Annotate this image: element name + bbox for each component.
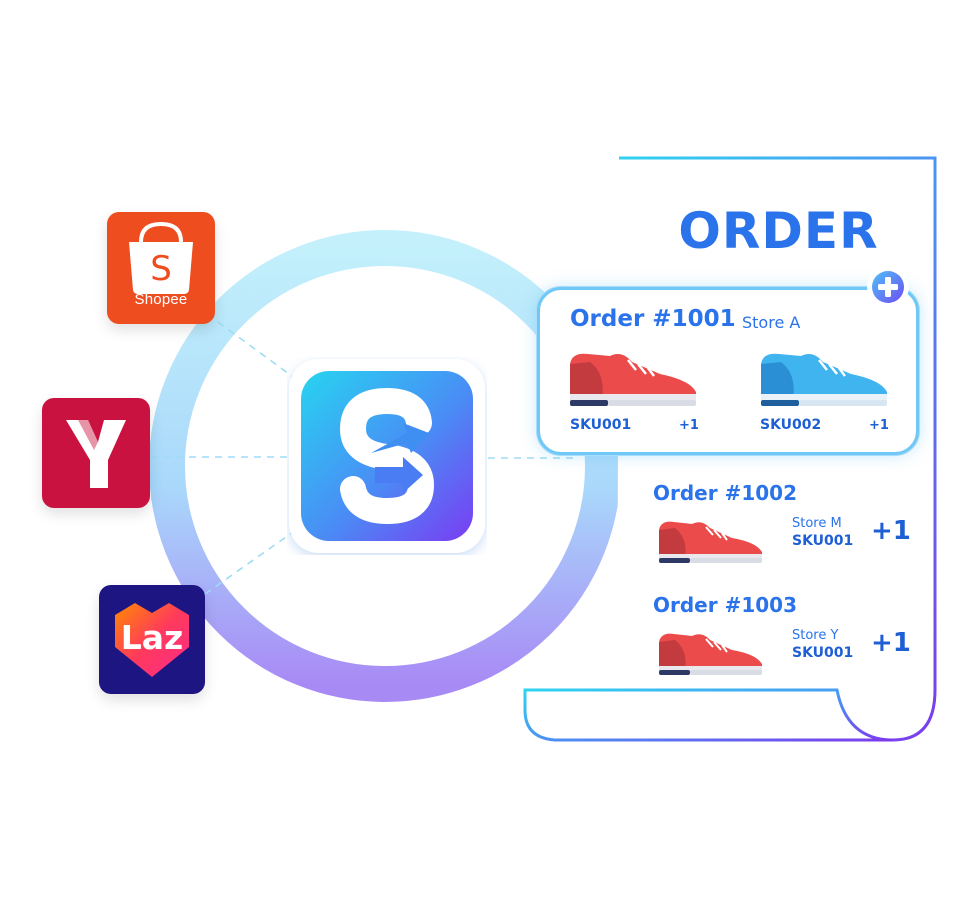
order-1002-store: Store M [792, 516, 842, 531]
featured-item-2-qty: +1 [869, 418, 889, 433]
plus-icon [878, 277, 898, 297]
featured-item-1-sku: SKU001 [570, 417, 632, 433]
shopee-app-icon[interactable]: S Shopee [107, 212, 215, 324]
red-sneaker-icon [659, 633, 762, 675]
red-sneaker-icon [570, 353, 696, 406]
sync-hub-logo[interactable] [287, 357, 487, 555]
sync-arrows-icon [339, 387, 435, 525]
lazada-app-icon[interactable]: Laz [99, 585, 205, 694]
blue-sneaker-icon [761, 353, 887, 406]
order-1003-store: Store Y [792, 628, 839, 643]
lazada-label: Laz [120, 618, 184, 657]
shopping-bag-icon: S [129, 221, 193, 294]
order-1003-number: Order #1003 [653, 593, 797, 617]
featured-order-number: Order #1001 [570, 306, 736, 332]
order-1003-qty: +1 [871, 628, 911, 658]
shopee-label: Shopee [134, 291, 188, 308]
yahoo-app-icon[interactable] [42, 398, 150, 508]
yahoo-y-icon [66, 420, 126, 488]
lazada-heart-icon [115, 603, 189, 677]
order-1002-sku: SKU001 [792, 533, 854, 549]
featured-order-store: Store A [742, 313, 801, 332]
svg-text:S: S [150, 249, 172, 289]
lazada-connector-line [204, 529, 297, 595]
featured-item-2-sku: SKU002 [760, 417, 822, 433]
order-1003-sku: SKU001 [792, 645, 854, 661]
add-order-button[interactable] [866, 265, 910, 309]
order-heading: ORDER [678, 202, 879, 260]
order-1002-qty: +1 [871, 516, 911, 546]
red-sneaker-icon [659, 521, 762, 563]
shopee-connector-line [217, 321, 301, 383]
featured-item-1-qty: +1 [679, 418, 699, 433]
order-1002-number: Order #1002 [653, 481, 797, 505]
